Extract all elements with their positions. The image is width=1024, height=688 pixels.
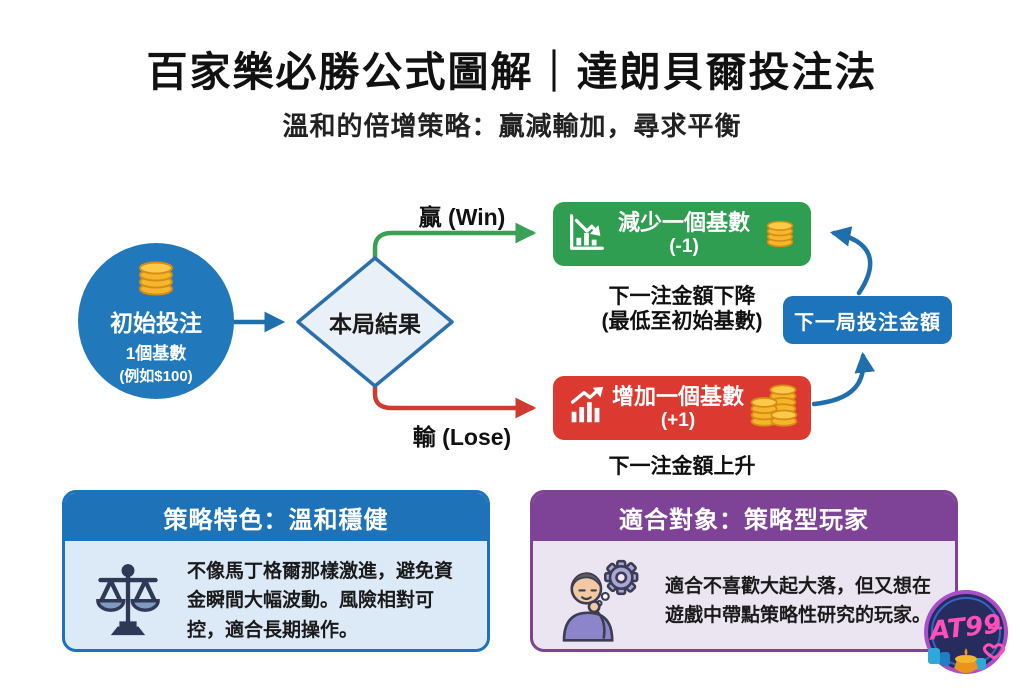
gear-icon bbox=[604, 559, 639, 595]
at99-logo: AT99 bbox=[916, 586, 1016, 683]
edge-win bbox=[372, 222, 537, 261]
balance-scale-icon bbox=[85, 556, 171, 647]
strategy-card-body: 不像馬丁格爾那樣激進，避免資金瞬間大幅波動。風險相對可控，適合長期操作。 bbox=[187, 560, 454, 641]
audience-card: 適合對象：策略型玩家 bbox=[530, 490, 958, 652]
heart-icon bbox=[982, 643, 1006, 660]
win-note-line2: (最低至初始基數) bbox=[601, 310, 763, 333]
page-subtitle: 溫和的倍增策略：贏減輸加，尋求平衡 bbox=[282, 111, 742, 141]
start-line3: (例如$100) bbox=[119, 368, 193, 385]
lose-box-delta: (+1) bbox=[660, 409, 696, 431]
decision-label: 本局結果 bbox=[329, 311, 421, 337]
chart-down-icon bbox=[563, 209, 609, 260]
page-title: 百家樂必勝公式圖解｜達朗貝爾投注法 bbox=[146, 49, 878, 95]
start-node: 初始投注 1個基數 (例如$100) bbox=[78, 243, 234, 399]
edge-next-to-win bbox=[829, 226, 873, 296]
logo-decoration bbox=[928, 648, 986, 673]
coins-icon bbox=[129, 256, 183, 301]
win-edge-label: 贏 (Win) bbox=[418, 204, 506, 230]
win-action-box: 減少一個基數 (-1) bbox=[553, 202, 811, 266]
win-box-delta: (-1) bbox=[669, 235, 699, 257]
edge-lose-to-next bbox=[811, 351, 876, 407]
win-box-title: 減少一個基數 bbox=[617, 210, 750, 236]
coins-icon bbox=[759, 212, 801, 257]
coins-double-icon bbox=[747, 380, 801, 437]
lose-box-title: 增加一個基數 bbox=[611, 384, 744, 410]
chart-up-icon bbox=[563, 383, 609, 434]
lose-note: 下一注金額上升 bbox=[608, 455, 756, 478]
start-line2: 1個基數 bbox=[125, 344, 187, 363]
next-bet-box: 下一局投注金額 bbox=[783, 296, 952, 344]
edge-lose bbox=[372, 383, 537, 419]
lose-action-box: 增加一個基數 (+1) bbox=[553, 376, 811, 440]
audience-card-header: 適合對象：策略型玩家 bbox=[533, 493, 955, 541]
audience-card-body: 適合不喜歡大起大落，但又想在遊戲中帶點策略性研究的玩家。 bbox=[665, 575, 932, 626]
strategy-card: 策略特色：溫和穩健 不像馬丁格爾那樣激進，避免資金瞬間大幅波動。風險相對可控，適… bbox=[62, 490, 490, 652]
thinking-player-icon bbox=[553, 556, 649, 647]
win-note-line1: 下一注金額下降 bbox=[608, 285, 756, 308]
strategy-card-header: 策略特色：溫和穩健 bbox=[65, 493, 487, 541]
lose-edge-label: 輸 (Lose) bbox=[412, 424, 512, 450]
start-title: 初始投注 bbox=[110, 310, 202, 336]
